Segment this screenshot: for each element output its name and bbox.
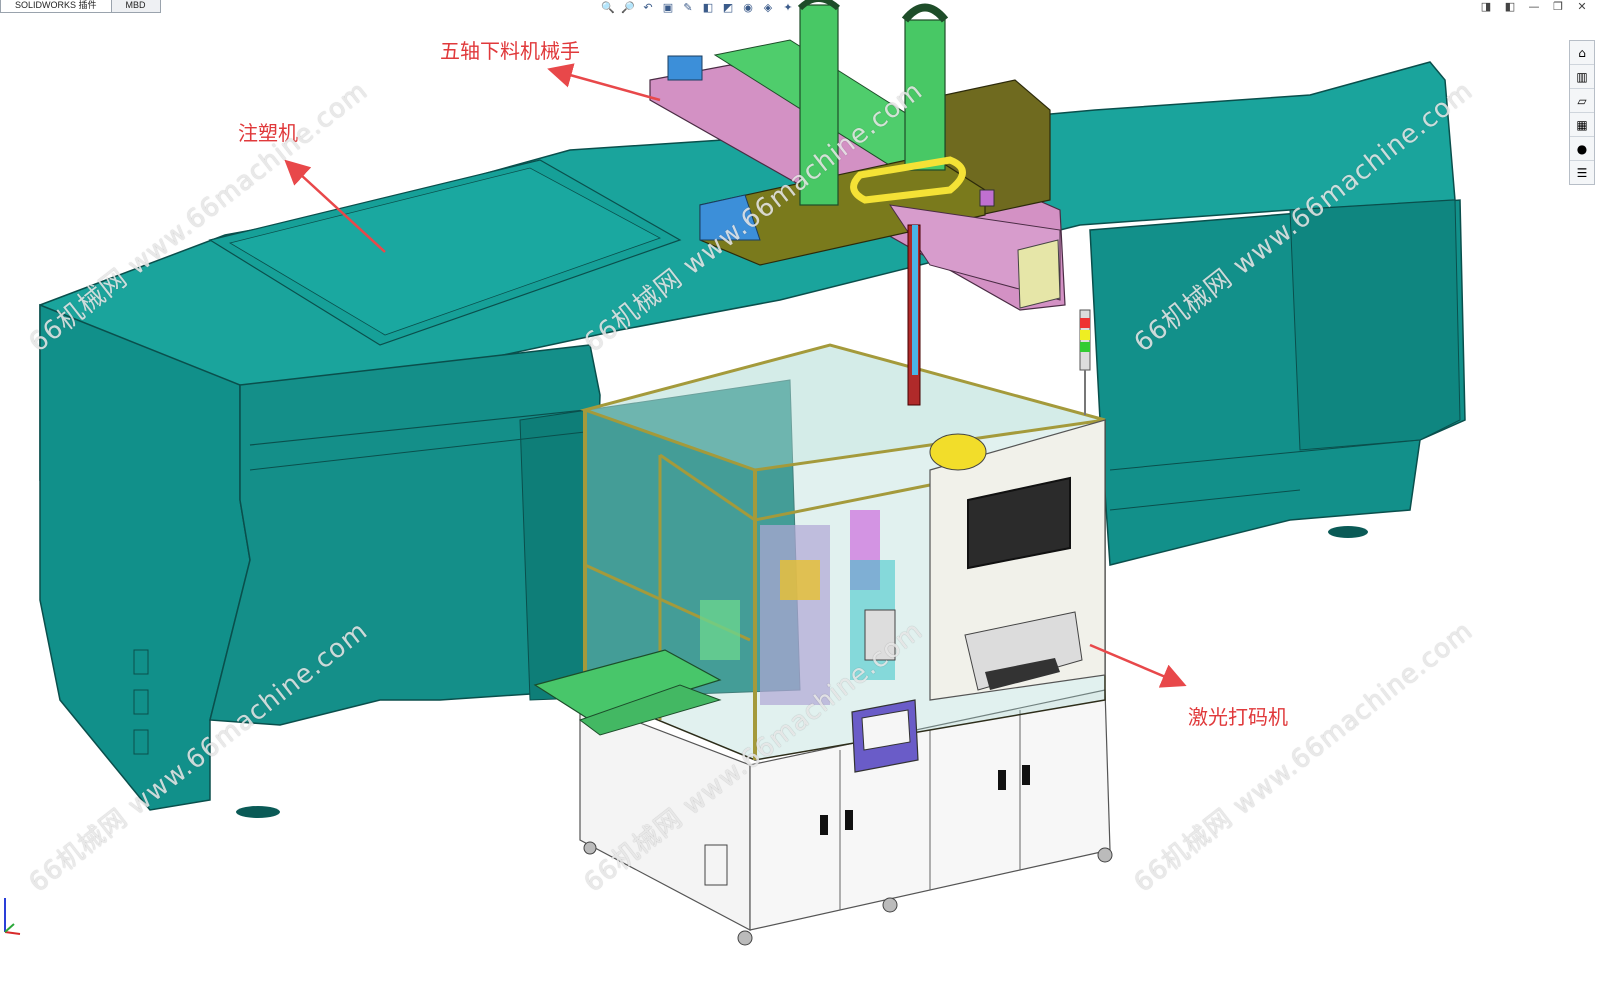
home-icon[interactable]: ⌂ <box>1570 41 1594 65</box>
dynamic-annotation-icon[interactable]: ✎ <box>683 0 693 14</box>
callout-arrow-laser-marker <box>1089 643 1187 688</box>
previous-view-icon[interactable]: ↶ <box>643 0 653 14</box>
callout-laser-marker-label: 激光打码机 <box>1188 705 1288 729</box>
view-palette-icon[interactable]: ▦ <box>1570 113 1594 137</box>
callout-robot-label: 五轴下料机械手 <box>440 39 580 63</box>
hide-show-icon[interactable]: ◉ <box>743 0 753 14</box>
section-view-icon[interactable]: ▣ <box>662 0 674 14</box>
laser-marking-machine[interactable] <box>533 309 1113 946</box>
restore-right-icon[interactable]: ◧ <box>1504 0 1516 13</box>
restore-left-icon[interactable]: ◨ <box>1480 0 1492 13</box>
view-orientation-icon[interactable]: ◧ <box>702 0 714 14</box>
custom-properties-icon[interactable]: ☰ <box>1576 165 1588 180</box>
command-manager-tabs: SOLIDWORKS 插件 MBD <box>0 0 161 13</box>
minimize-icon[interactable]: — <box>1528 0 1540 13</box>
file-explorer-icon[interactable]: ▱ <box>1570 89 1594 113</box>
window-controls: ◨ ◧ — ❐ ✕ <box>1479 0 1589 13</box>
maximize-icon[interactable]: ❐ <box>1553 0 1563 13</box>
callout-arrow-injection-machine <box>284 159 386 253</box>
design-library-icon[interactable]: ▥ <box>1570 65 1594 89</box>
task-pane: ⌂▥▱▦● ☰ <box>1569 40 1595 185</box>
callout-arrow-robot <box>547 63 661 102</box>
appearances-icon[interactable]: ● <box>1570 137 1594 161</box>
edit-appearance-icon[interactable]: ◈ <box>763 0 773 14</box>
zoom-area-icon[interactable]: 🔎 <box>621 0 635 14</box>
apply-scene-icon[interactable]: ✦ <box>783 0 793 14</box>
close-icon[interactable]: ✕ <box>1577 0 1587 13</box>
display-style-icon[interactable]: ◩ <box>722 0 734 14</box>
tab-mbd[interactable]: MBD <box>110 0 161 13</box>
reference-triad-icon <box>4 898 21 935</box>
five-axis-unloading-robot[interactable] <box>649 0 1066 406</box>
callout-injection-machine-label: 注塑机 <box>238 121 298 145</box>
zoom-to-fit-icon[interactable]: 🔍 <box>601 0 615 14</box>
